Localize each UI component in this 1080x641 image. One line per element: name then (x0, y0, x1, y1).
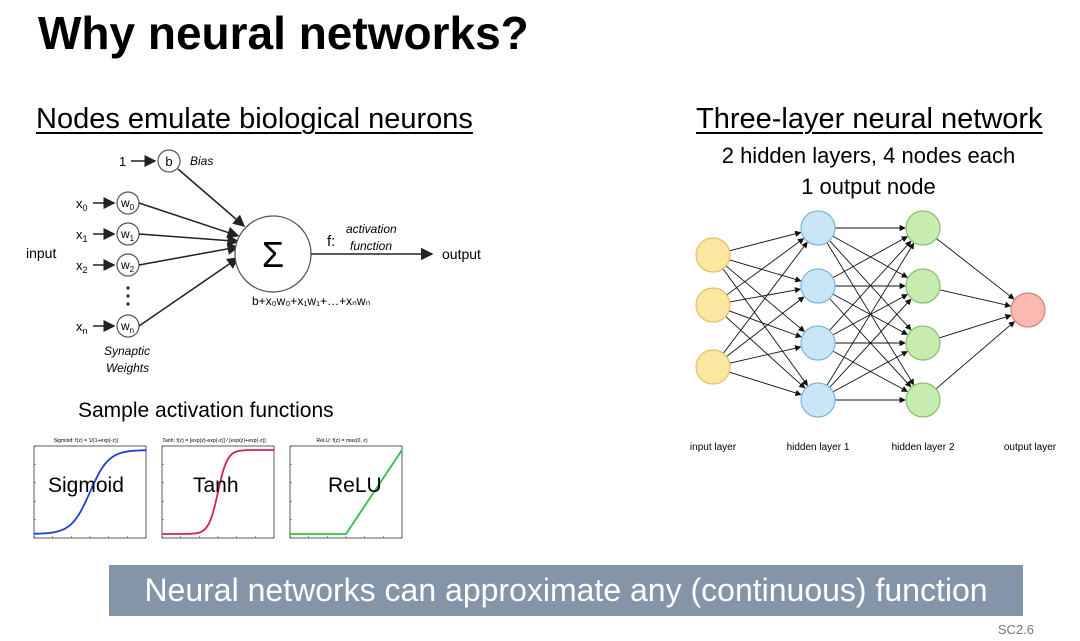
network-edge (725, 316, 806, 389)
activation-plots: Sigmoid: f(z) = 1/(1+exp(-z)) Sigmoid Tanh… (33, 438, 403, 539)
summary-banner: Neural networks can approximate any (con… (109, 565, 1023, 616)
network-edge (832, 351, 908, 393)
network-edge (722, 241, 808, 354)
bias-label: Bias (190, 154, 213, 168)
network-node (800, 325, 836, 361)
network-edge (726, 238, 805, 296)
network-edge (729, 345, 802, 364)
plot-name: Sigmoid (48, 474, 124, 497)
output-label: output (442, 246, 481, 262)
input-x-label: x0 (76, 196, 88, 213)
input-label: input (26, 245, 56, 261)
activation-curve (290, 449, 403, 535)
layer-label: hidden layer 1 (787, 442, 850, 453)
synaptic-label-1: Synaptic (104, 344, 150, 358)
network-edge (729, 230, 802, 252)
network-subtitle-1: 2 hidden layers, 4 nodes each (721, 143, 1016, 168)
network-diagram: input layer hidden layer 1 hidden layer 2 o… (690, 210, 1057, 453)
network-edge (829, 240, 912, 331)
network-edge (729, 371, 802, 396)
slide-number: SC2.6 (997, 622, 1034, 637)
network-edge (936, 238, 1015, 300)
f-label: f: (327, 233, 335, 250)
plot-header: ReLU: f(z) = max(0, z) (316, 438, 367, 444)
input-x-label: x1 (76, 227, 88, 244)
input-x-label: xn (76, 319, 88, 336)
network-node (1010, 292, 1046, 328)
left-heading: Nodes emulate biological neurons (36, 103, 473, 135)
network-edge (826, 242, 915, 386)
activation-curve (162, 449, 274, 535)
layer-label: input layer (690, 442, 737, 453)
network-edge (939, 289, 1012, 308)
activation-curve (33, 449, 147, 535)
activation-label-2: function (350, 239, 392, 253)
activation-plot-sigmoid: Sigmoid: f(z) = 1/(1+exp(-z)) Sigmoid (33, 438, 147, 539)
network-node (695, 287, 731, 323)
network-edge (729, 259, 802, 283)
network-subtitle-2: 1 output node (801, 174, 936, 199)
bias-input-text: 1 (119, 154, 126, 169)
layer-label: output layer (1004, 442, 1057, 453)
network-node (695, 349, 731, 385)
network-node (800, 382, 836, 418)
activation-heading: Sample activation functions (78, 399, 334, 422)
plot-name: Tanh (193, 474, 239, 497)
network-node (905, 268, 941, 304)
activation-plot-tanh: Tanh: f(z) = [exp(z)-exp(-z)] / [exp(z)+… (161, 438, 275, 539)
synaptic-label-2: Weights (106, 361, 149, 375)
network-node (905, 325, 941, 361)
layer-label: hidden layer 2 (892, 442, 955, 453)
activation-label-1: activation (346, 222, 397, 236)
network-edge (728, 310, 802, 338)
weighted-sum-formula: b+x₀w₀+x₁w₁+…+xₙwₙ (252, 294, 371, 308)
input-x-label: x2 (76, 258, 88, 275)
plot-header: Tanh: f(z) = [exp(z)-exp(-z)] / [exp(z)+… (162, 438, 266, 444)
sigma-symbol: Σ (262, 234, 284, 275)
slide-title: Why neural networks? (38, 7, 529, 59)
network-edge (832, 236, 909, 279)
network-node (905, 210, 941, 246)
network-edge (729, 287, 802, 303)
activation-plot-relu: ReLU: f(z) = max(0, z) ReLU (289, 438, 403, 539)
network-edge (726, 296, 805, 357)
right-heading: Three-layer neural network (696, 103, 1043, 135)
network-edge (829, 298, 912, 388)
bias-node (157, 149, 181, 173)
network-edge (939, 314, 1012, 339)
network-edge (829, 240, 912, 331)
plot-name: ReLU (328, 474, 382, 497)
network-edge (935, 321, 1016, 390)
network-node (695, 237, 731, 273)
network-node (800, 268, 836, 304)
bias-node-text: b (165, 154, 172, 169)
plot-header: Sigmoid: f(z) = 1/(1+exp(-z)) (54, 438, 119, 444)
network-node (905, 382, 941, 418)
network-node (800, 210, 836, 246)
